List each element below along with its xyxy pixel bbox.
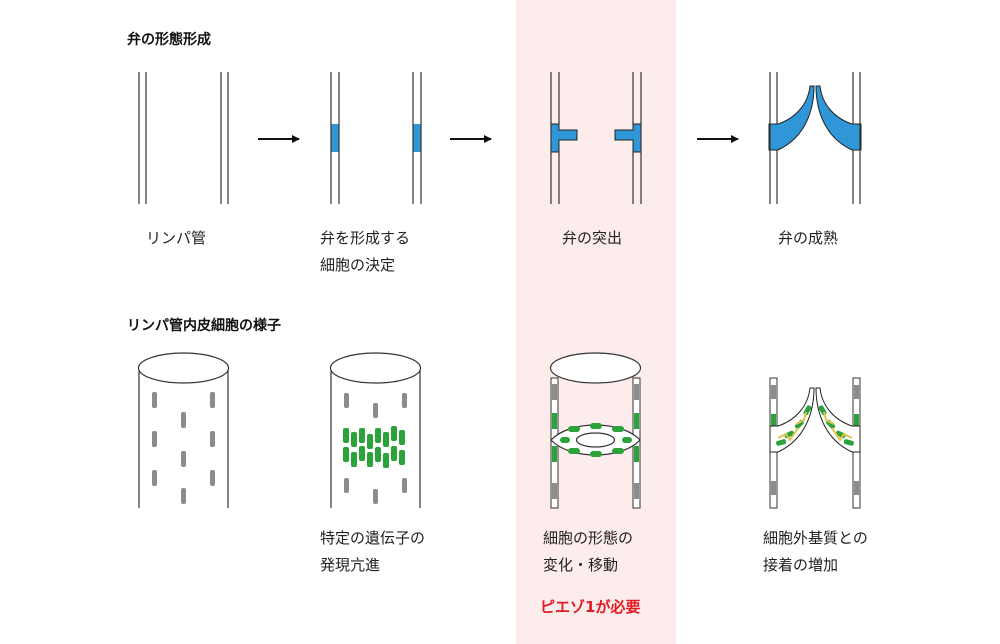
caption-valve-cell-fate: 弁を形成する 細胞の決定 <box>320 229 411 274</box>
section-title-endothelial-cells: リンパ管内皮細胞の様子 <box>127 318 281 334</box>
piezo1-highlight-column <box>516 0 676 644</box>
caption-gene-upregulation: 特定の遺伝子の 発現亢進 <box>320 529 426 574</box>
piezo1-required-note: ピエゾ1が必要 <box>540 598 641 616</box>
caption-ecm-adhesion: 細胞外基質との 接着の増加 <box>763 529 868 574</box>
caption-lymphatic-vessel: リンパ管 <box>146 229 207 247</box>
section-title-valve-morphogenesis: 弁の形態形成 <box>127 32 211 48</box>
caption-valve-protrusion: 弁の突出 <box>562 229 623 247</box>
endothelial-stage3 <box>549 352 642 509</box>
caption-cell-shape-migration: 細胞の形態の 変化・移動 <box>543 529 634 574</box>
endothelial-stage2 <box>329 352 422 508</box>
vessel-stage2 <box>330 72 422 204</box>
caption-valve-maturation: 弁の成熟 <box>778 229 839 247</box>
endothelial-stage1 <box>137 352 230 508</box>
vessel-stage1 <box>138 72 229 204</box>
vessel-stage4 <box>768 72 862 204</box>
endothelial-stage4 <box>769 377 861 509</box>
vessel-stage3 <box>550 72 642 204</box>
